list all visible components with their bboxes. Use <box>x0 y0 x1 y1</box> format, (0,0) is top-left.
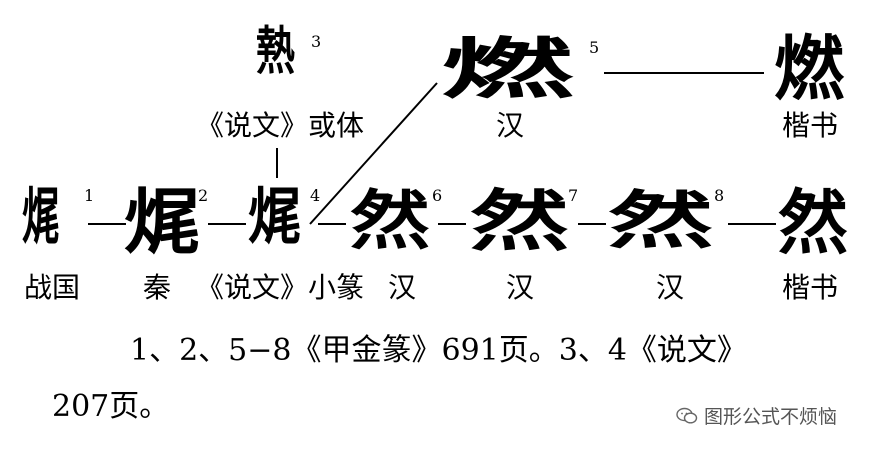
label-8-han: 汉 <box>656 271 685 304</box>
number-1: 1 <box>84 186 95 205</box>
number-7: 7 <box>568 186 579 205</box>
label-6-han: 汉 <box>388 271 417 304</box>
label-kaishu-top: 楷书 <box>782 109 839 142</box>
label-5-han: 汉 <box>496 109 525 142</box>
glyph-3-shuowen-variant: 𤍠 <box>256 21 296 82</box>
label-kaishu-bottom: 楷书 <box>782 271 839 304</box>
wechat-icon <box>676 407 698 424</box>
glyph-5-han: 燃 <box>441 30 573 108</box>
glyph-8-han: 然 <box>608 184 714 257</box>
glyph-6-han: 然 <box>350 184 430 259</box>
label-7-han: 汉 <box>506 271 535 304</box>
number-2: 2 <box>198 186 209 205</box>
caption-line-2: 207页。 <box>52 389 170 424</box>
label-3-shuowen-variant: 《说文》或体 <box>196 109 365 142</box>
number-3: 3 <box>311 32 322 51</box>
connector-4-5 <box>309 82 438 225</box>
watermark-text: 图形公式不烦恼 <box>704 406 838 428</box>
label-4-shuowen-xiaozhuan: 《说文》小篆 <box>196 271 365 304</box>
number-4: 4 <box>310 186 321 205</box>
number-6: 6 <box>432 186 443 205</box>
glyph-kaishu-ran-fire: 燃 <box>774 27 844 110</box>
label-1-zhanguo: 战国 <box>24 271 81 304</box>
number-5: 5 <box>589 38 600 57</box>
label-2-qin: 秦 <box>143 271 172 304</box>
watermark: 图形公式不烦恼 <box>676 402 837 429</box>
glyph-7-han: 然 <box>470 182 569 260</box>
glyph-2-qin: 𤈦 <box>124 179 200 264</box>
glyph-1-zhanguo: 𤈦 <box>22 180 60 253</box>
glyph-kaishu-ran: 然 <box>778 181 848 264</box>
glyph-4-shuowen-xiaozhuan: 𤈦 <box>248 180 301 253</box>
number-8: 8 <box>714 186 725 205</box>
caption-line-1: 1、2、5−8《甲金篆》691页。3、4《说文》 <box>130 333 747 368</box>
